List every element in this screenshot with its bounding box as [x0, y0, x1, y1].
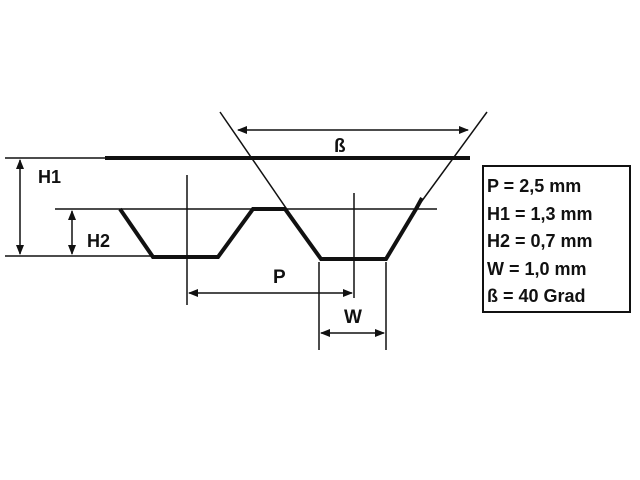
- tooth-profile: [118, 197, 424, 261]
- specification-box: P = 2,5 mm H1 = 1,3 mm H2 = 0,7 mm W = 1…: [482, 165, 631, 313]
- w-label: W: [344, 307, 362, 328]
- v-angle-right: [415, 111, 488, 210]
- h1-label: H1: [38, 167, 61, 187]
- p-label: P: [273, 267, 286, 288]
- v-angle-left: [219, 111, 322, 260]
- spec-beta: ß = 40 Grad: [487, 286, 586, 306]
- spec-w: W = 1,0 mm: [487, 258, 587, 279]
- beta-label: ß: [334, 136, 346, 157]
- spec-h1: H1 = 1,3 mm: [487, 203, 593, 224]
- spec-h2: H2 = 0,7 mm: [487, 231, 593, 251]
- h2-label: H2: [87, 231, 110, 251]
- spec-pitch: P = 2,5 mm: [487, 176, 582, 196]
